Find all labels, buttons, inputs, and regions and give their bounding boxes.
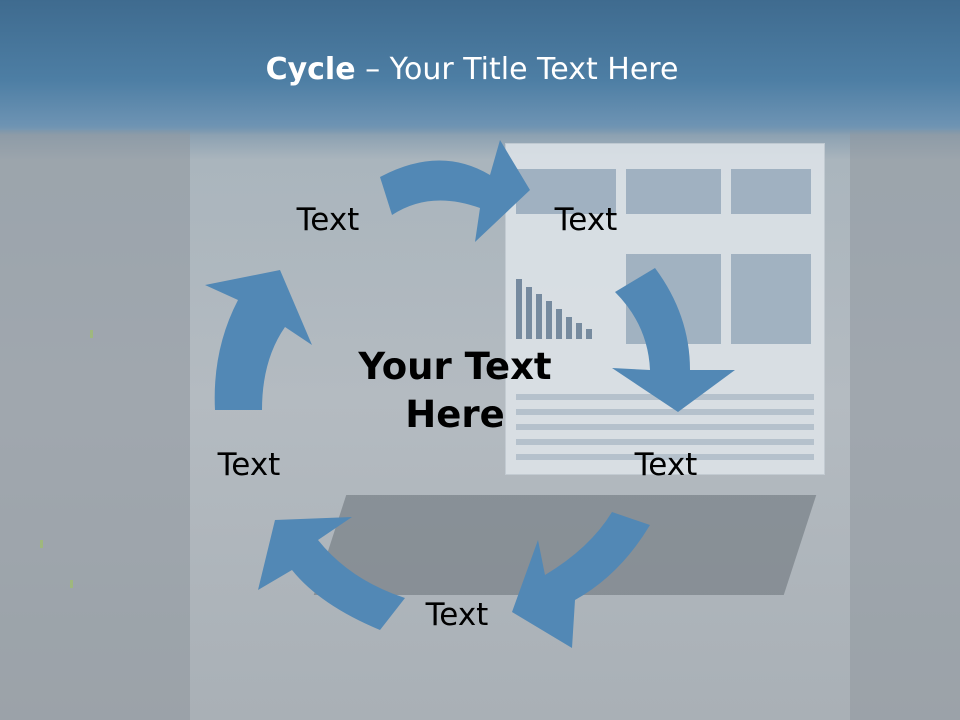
rack-led [70,580,73,588]
server-rack-right [850,130,960,720]
rack-led [40,540,43,548]
cycle-node-label-top-left: Text [296,202,360,238]
cycle-arrow-5 [205,270,312,410]
cycle-arrow-1 [380,140,530,242]
server-rack-left [0,130,190,720]
cycle-node-label-bottom: Text [425,597,489,633]
cycle-arrow-3 [512,512,650,648]
cycle-node-label-left: Text [217,447,281,483]
cycle-arrow-2 [612,268,735,412]
title-band [0,0,960,135]
slide-title: Cycle – Your Title Text Here [0,52,944,87]
center-text-line-1: Your Text [358,345,552,388]
slide-title-rest: – Your Title Text Here [355,52,679,87]
center-text-line-2: Here [405,393,505,437]
center-text: Your Text Here [335,343,575,439]
slide-title-bold: Cycle [265,52,356,87]
cycle-node-label-top-right: Text [554,202,618,238]
cycle-node-label-right: Text [634,447,698,483]
cycle-arrow-4 [258,517,405,630]
rack-led [90,330,93,338]
